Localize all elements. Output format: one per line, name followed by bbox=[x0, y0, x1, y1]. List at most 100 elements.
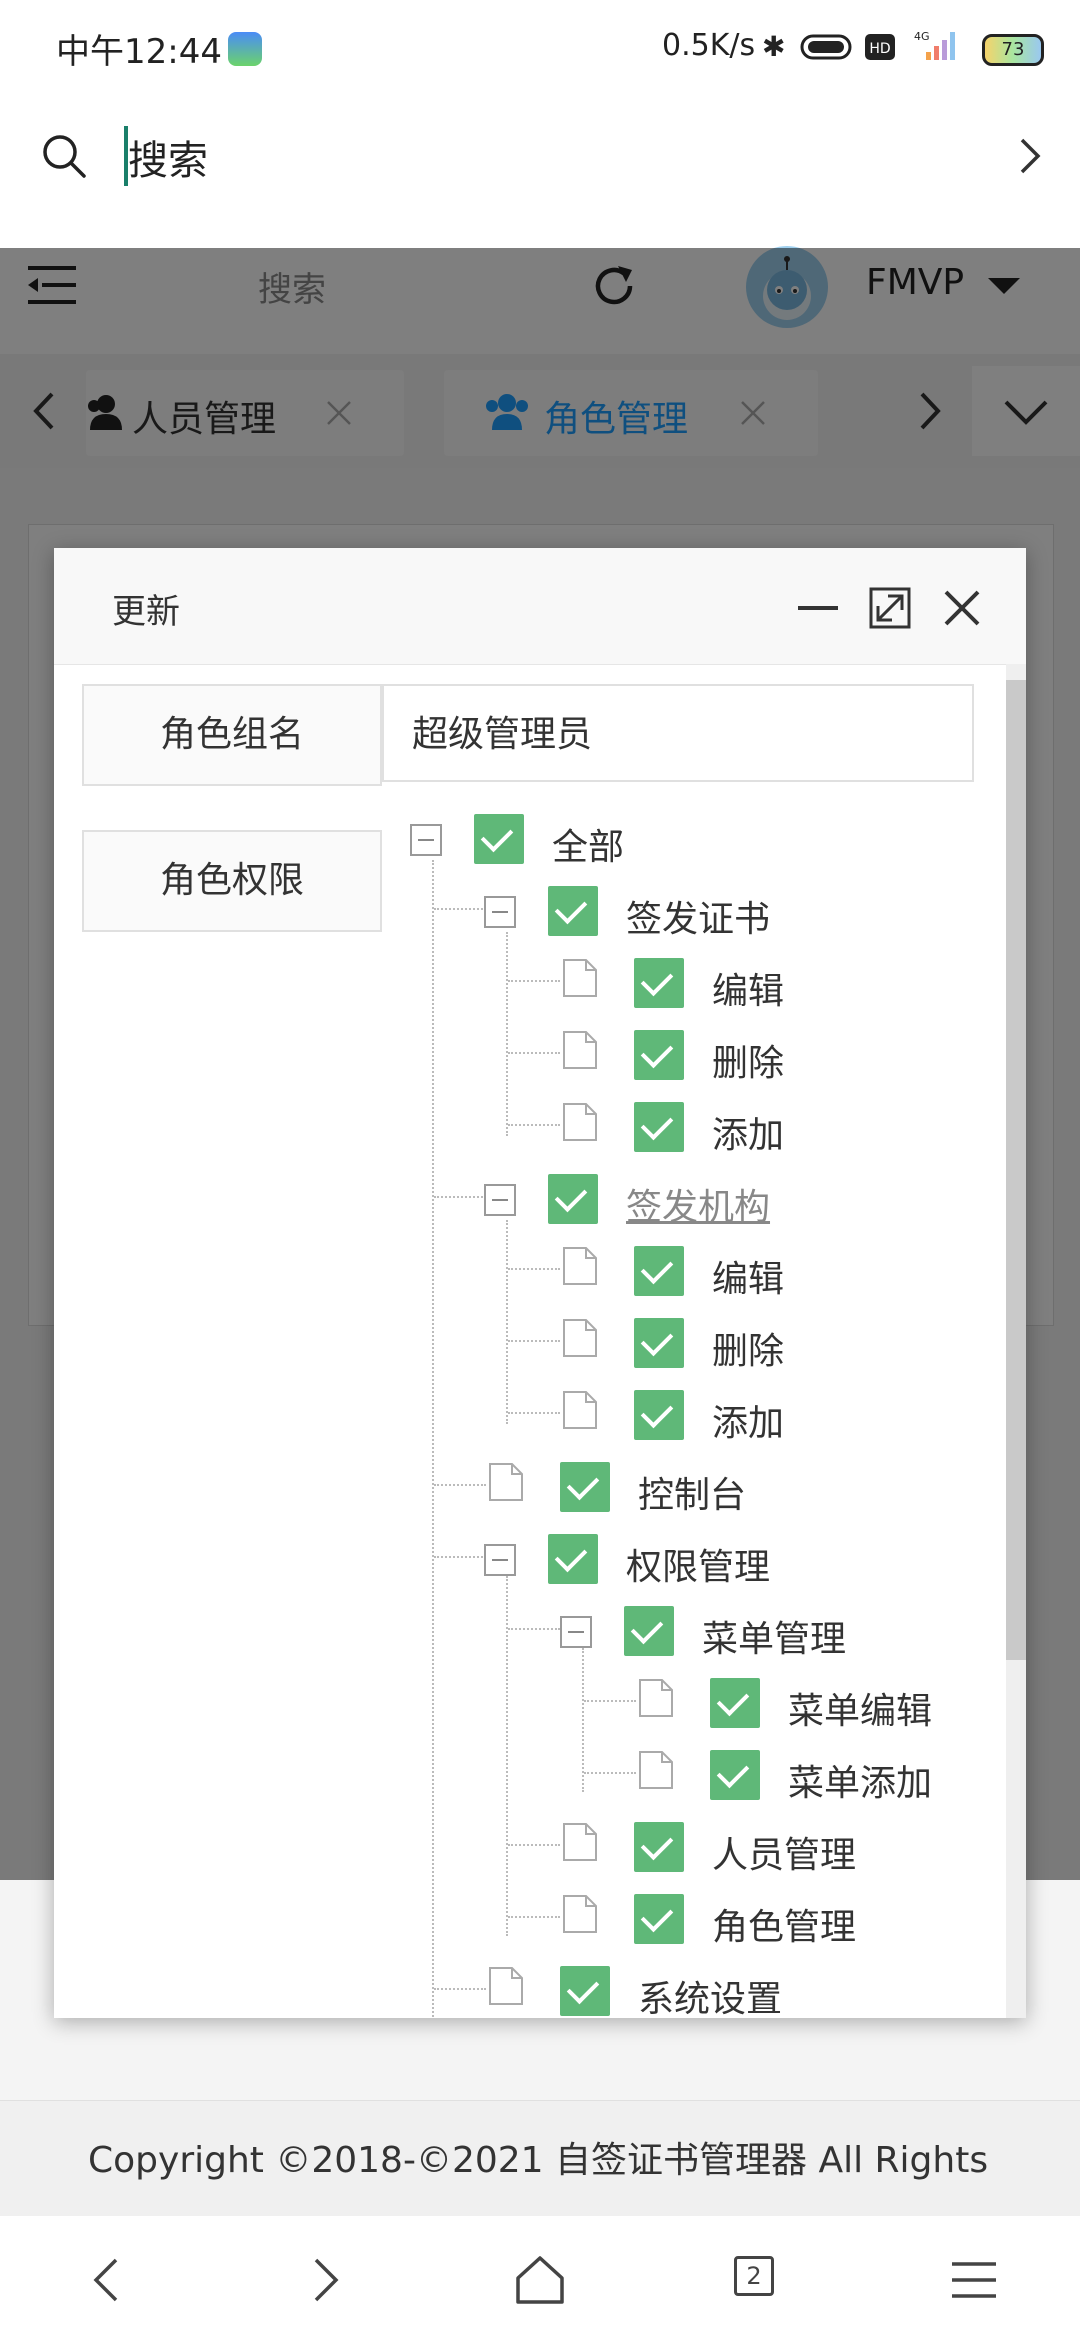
file-icon bbox=[563, 1319, 597, 1357]
file-icon bbox=[489, 1463, 523, 1501]
tree-label-perm[interactable]: 权限管理 bbox=[626, 1547, 771, 1588]
tree-checkbox-menu[interactable] bbox=[624, 1606, 674, 1656]
tree-line bbox=[508, 1412, 560, 1414]
collapse-icon[interactable] bbox=[484, 1544, 516, 1576]
file-icon bbox=[563, 1031, 597, 1069]
tree-checkbox-cert-add[interactable] bbox=[634, 1102, 684, 1152]
browser-bottom-nav: 2 bbox=[0, 2216, 1080, 2340]
tree-checkbox-role[interactable] bbox=[634, 1894, 684, 1944]
tree-line bbox=[434, 1196, 486, 1198]
tree-checkbox-console[interactable] bbox=[560, 1462, 610, 1512]
tree-label-menu-add[interactable]: 菜单添加 bbox=[788, 1763, 933, 1804]
file-icon bbox=[563, 1823, 597, 1861]
browser-address-bar bbox=[0, 96, 1080, 220]
role-group-input[interactable]: 超级管理员 bbox=[382, 684, 974, 782]
dialog-title: 更新 bbox=[112, 592, 180, 632]
file-icon bbox=[563, 1391, 597, 1429]
tree-line bbox=[506, 1576, 508, 1936]
tree-label-cert-edit[interactable]: 编辑 bbox=[712, 971, 785, 1012]
collapse-icon[interactable] bbox=[484, 896, 516, 928]
more-menu-icon[interactable] bbox=[946, 2252, 1002, 2308]
tree-line bbox=[506, 1220, 508, 1424]
forward-icon[interactable] bbox=[296, 2252, 352, 2308]
gallery-app-icon bbox=[228, 32, 262, 66]
tree-checkbox-menu-add[interactable] bbox=[710, 1750, 760, 1800]
close-icon[interactable] bbox=[940, 586, 984, 630]
tree-line bbox=[434, 1484, 486, 1486]
home-icon[interactable] bbox=[512, 2252, 568, 2308]
tree-line bbox=[508, 1268, 560, 1270]
collapse-icon[interactable] bbox=[410, 824, 442, 856]
tree-line bbox=[434, 1556, 486, 1558]
tree-label-console[interactable]: 控制台 bbox=[638, 1475, 747, 1516]
svg-text:HD: HD bbox=[869, 41, 890, 57]
tree-line bbox=[506, 932, 508, 1136]
tree-checkbox-perm[interactable] bbox=[548, 1534, 598, 1584]
dialog-scrollbar-thumb[interactable] bbox=[1006, 680, 1026, 1660]
chevron-right-icon[interactable] bbox=[1010, 136, 1050, 176]
tree-checkbox-cert-delete[interactable] bbox=[634, 1030, 684, 1080]
network-speed: 0.5K/s bbox=[662, 28, 756, 63]
browser-search-input[interactable] bbox=[126, 126, 930, 188]
file-icon bbox=[639, 1679, 673, 1717]
file-icon bbox=[563, 1895, 597, 1933]
tree-checkbox-org-add[interactable] bbox=[634, 1390, 684, 1440]
tree-label-all[interactable]: 全部 bbox=[552, 827, 625, 868]
tree-label-org[interactable]: 签发机构 bbox=[626, 1187, 771, 1228]
tree-line bbox=[508, 1340, 560, 1342]
tree-label-role[interactable]: 角色管理 bbox=[712, 1907, 857, 1948]
minimize-icon[interactable] bbox=[796, 586, 840, 630]
file-icon bbox=[489, 1967, 523, 2005]
tree-checkbox-org-edit[interactable] bbox=[634, 1246, 684, 1296]
tree-label-cert[interactable]: 签发证书 bbox=[626, 899, 771, 940]
tree-checkbox-org-delete[interactable] bbox=[634, 1318, 684, 1368]
tree-checkbox-cert-edit[interactable] bbox=[634, 958, 684, 1008]
tree-line bbox=[508, 1124, 560, 1126]
tree-checkbox-staff[interactable] bbox=[634, 1822, 684, 1872]
tree-label-cert-delete[interactable]: 删除 bbox=[712, 1043, 785, 1084]
tree-checkbox-system[interactable] bbox=[560, 1966, 610, 2016]
tree-checkbox-cert[interactable] bbox=[548, 886, 598, 936]
collapse-icon[interactable] bbox=[560, 1616, 592, 1648]
tabs-count-button[interactable]: 2 bbox=[734, 2256, 774, 2296]
tree-label-system[interactable]: 系统设置 bbox=[638, 1979, 783, 2018]
tree-line bbox=[434, 908, 486, 910]
tree-line bbox=[508, 1844, 560, 1846]
tree-line bbox=[508, 1052, 560, 1054]
collapse-icon[interactable] bbox=[484, 1184, 516, 1216]
tree-label-org-delete[interactable]: 删除 bbox=[712, 1331, 785, 1372]
file-icon bbox=[563, 1103, 597, 1141]
signal-icon: 4G bbox=[912, 28, 968, 69]
file-icon bbox=[563, 959, 597, 997]
dialog-title-bar: 更新 bbox=[54, 548, 1026, 665]
tree-label-org-add[interactable]: 添加 bbox=[712, 1403, 785, 1444]
tree-label-menu[interactable]: 菜单管理 bbox=[702, 1619, 847, 1660]
dialog-body: 角色组名 超级管理员 角色权限 全部 签发证书 bbox=[54, 664, 1006, 2018]
hd-icon: HD bbox=[864, 32, 896, 69]
tree-label-menu-edit[interactable]: 菜单编辑 bbox=[788, 1691, 933, 1732]
tree-line bbox=[508, 1628, 560, 1630]
tree-checkbox-org[interactable] bbox=[548, 1174, 598, 1224]
tree-line bbox=[508, 1916, 560, 1918]
battery-indicator: 73 bbox=[982, 34, 1044, 66]
tree-label-cert-add[interactable]: 添加 bbox=[712, 1115, 785, 1156]
copyright-text: Copyright ©2018-©2021 自签证书管理器 All Rights bbox=[88, 2140, 989, 2181]
status-time: 中午12:44 bbox=[56, 32, 222, 72]
status-bar: 中午12:44 0.5K/s ✱ HD 4G 73 bbox=[0, 0, 1080, 96]
tree-label-staff[interactable]: 人员管理 bbox=[712, 1835, 857, 1876]
file-icon bbox=[639, 1751, 673, 1789]
tree-line bbox=[508, 980, 560, 982]
vibrate-icon bbox=[800, 32, 852, 69]
maximize-icon[interactable] bbox=[868, 586, 912, 630]
bluetooth-icon: ✱ bbox=[762, 30, 786, 63]
tree-label-org-edit[interactable]: 编辑 bbox=[712, 1259, 785, 1300]
update-dialog: 更新 角色组名 超级管理员 角色权限 bbox=[54, 548, 1026, 2018]
svg-text:4G: 4G bbox=[914, 30, 930, 43]
file-icon bbox=[563, 1247, 597, 1285]
tree-checkbox-all[interactable] bbox=[474, 814, 524, 864]
back-icon[interactable] bbox=[80, 2252, 136, 2308]
tree-line bbox=[432, 860, 434, 2018]
role-group-label: 角色组名 bbox=[82, 684, 382, 786]
search-icon[interactable] bbox=[40, 132, 88, 180]
tree-checkbox-menu-edit[interactable] bbox=[710, 1678, 760, 1728]
